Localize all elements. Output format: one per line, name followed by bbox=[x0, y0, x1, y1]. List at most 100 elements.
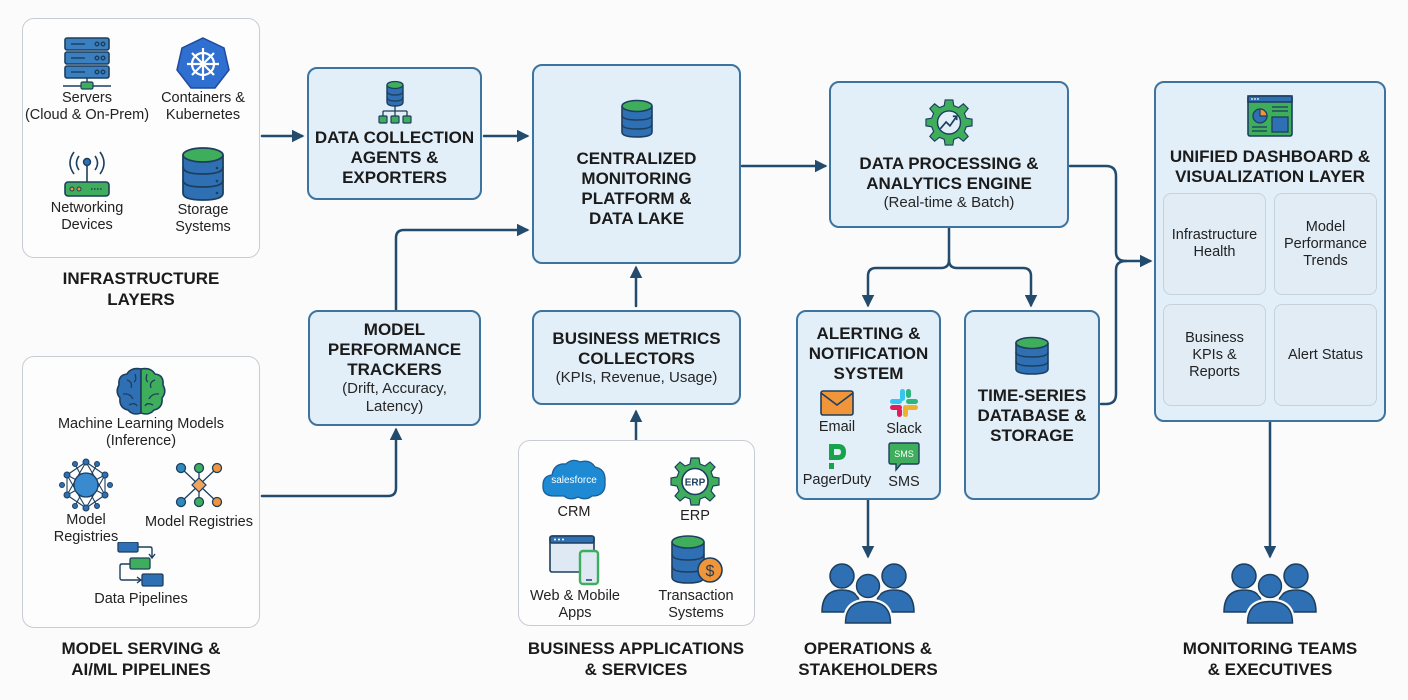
tile-line: Performance bbox=[1283, 235, 1367, 252]
monitoring-teams-caption: MONITORING TEAMS & EXECUTIVES bbox=[1183, 638, 1357, 680]
business-metrics-collectors-box[interactable]: BUSINESS METRICS COLLECTORS (KPIs, Reven… bbox=[532, 310, 741, 405]
box-title-line: VISUALIZATION LAYER bbox=[1175, 167, 1365, 186]
box-title-line: ANALYTICS ENGINE bbox=[866, 173, 1032, 193]
caption-line: BUSINESS APPLICATIONS bbox=[527, 639, 745, 658]
caption-line: STAKEHOLDERS bbox=[798, 660, 938, 679]
gear-chart-icon bbox=[925, 98, 973, 146]
caption-line: MONITORING TEAMS bbox=[1182, 639, 1358, 658]
infra-item-label-line1: Servers bbox=[62, 90, 112, 106]
dashboard-tile-alert-status[interactable]: Alert Status bbox=[1274, 304, 1377, 406]
box-title-line: COLLECTORS bbox=[578, 348, 695, 368]
infra-item-servers: Servers (Cloud & On-Prem) bbox=[22, 36, 152, 124]
dashboard-tile-model-performance[interactable]: Model Performance Trends bbox=[1274, 193, 1377, 295]
erp-gear-text: ERP bbox=[685, 478, 706, 489]
biz-item-erp: ERP ERP bbox=[650, 456, 740, 525]
connector-processing-to-timeseries bbox=[947, 258, 1038, 308]
tile-line: Trends bbox=[1303, 252, 1348, 269]
dollar-sign: $ bbox=[706, 563, 715, 580]
infra-item-label-line2: Devices bbox=[61, 217, 113, 233]
box-title-line: ALERTING & bbox=[816, 324, 921, 343]
database-icon bbox=[182, 147, 224, 201]
connector-processing-to-dashboard bbox=[1068, 164, 1153, 268]
model-performance-trackers-box[interactable]: MODEL PERFORMANCE TRACKERS (Drift, Accur… bbox=[308, 310, 481, 426]
tile-line: Health bbox=[1193, 244, 1236, 260]
infra-item-containers: Containers & Kubernetes bbox=[148, 36, 258, 124]
box-title-line: CENTRALIZED bbox=[576, 149, 697, 168]
users-group-icon bbox=[1223, 563, 1317, 626]
alert-channel-email[interactable]: Email bbox=[802, 390, 872, 436]
biz-item-transaction: $ Transaction Systems bbox=[646, 534, 746, 622]
database-icon bbox=[1015, 336, 1049, 375]
infrastructure-caption: INFRASTRUCTURE LAYERS bbox=[22, 268, 260, 310]
biz-item-crm: salesforce CRM bbox=[528, 456, 620, 521]
model-graph-icon bbox=[175, 462, 223, 508]
box-title-line: TRACKERS bbox=[347, 360, 442, 379]
box-title-line: DATA LAKE bbox=[588, 209, 685, 228]
alert-channel-label: Email bbox=[818, 419, 856, 435]
infra-item-label-line1: Containers & bbox=[161, 90, 245, 106]
alert-channel-sms[interactable]: SMS SMS bbox=[870, 442, 938, 491]
caption-line: & SERVICES bbox=[584, 660, 688, 679]
ml-item-data-pipelines: Data Pipelines bbox=[22, 542, 260, 608]
salesforce-wordmark: salesforce bbox=[551, 475, 597, 486]
box-title-line: DATA COLLECTION bbox=[314, 127, 475, 147]
email-icon bbox=[820, 390, 854, 416]
ml-item-label-line1: Model Registries bbox=[145, 514, 253, 530]
centralized-monitoring-platform-box[interactable]: CENTRALIZED MONITORING PLATFORM & DATA L… bbox=[532, 64, 741, 264]
infra-item-label-line2: Systems bbox=[175, 219, 231, 235]
pagerduty-icon bbox=[829, 444, 846, 469]
data-processing-engine-box[interactable]: DATA PROCESSING & ANALYTICS ENGINE (Real… bbox=[829, 81, 1069, 228]
alerting-notification-box[interactable]: ALERTING & NOTIFICATION SYSTEM bbox=[796, 310, 941, 500]
alert-channel-slack[interactable]: Slack bbox=[870, 388, 938, 438]
caption-line: LAYERS bbox=[107, 290, 175, 309]
infra-item-label-line1: Storage bbox=[177, 202, 229, 218]
ml-item-model-registries-a: Model Registries bbox=[42, 458, 130, 546]
box-title-line: BUSINESS METRICS bbox=[552, 328, 721, 348]
box-title-line: UNIFIED DASHBOARD & bbox=[1169, 147, 1371, 166]
ml-item-models: Machine Learning Models (Inference) bbox=[22, 366, 260, 450]
tile-line: Infrastructure bbox=[1171, 227, 1258, 243]
dashboard-tile-business-kpis[interactable]: Business KPIs & Reports bbox=[1163, 304, 1266, 406]
box-title-line: PLATFORM & bbox=[581, 189, 692, 208]
dashboard-tile-infrastructure-health[interactable]: Infrastructure Health bbox=[1163, 193, 1266, 295]
router-icon bbox=[64, 151, 110, 197]
connector-timeseries-to-dashboard bbox=[1099, 259, 1128, 406]
alert-channel-label: SMS bbox=[888, 474, 920, 490]
box-subtitle-line: (KPIs, Revenue, Usage) bbox=[555, 368, 718, 386]
box-title-line: MONITORING bbox=[581, 169, 692, 188]
infra-item-label-line2: Kubernetes bbox=[165, 107, 241, 123]
database-dollar-icon: $ bbox=[671, 535, 723, 584]
infra-item-label-line1: Networking bbox=[50, 200, 124, 216]
web-mobile-icon bbox=[549, 535, 600, 586]
data-collection-agents-box[interactable]: DATA COLLECTION AGENTS & EXPORTERS bbox=[307, 67, 482, 200]
box-title-line: DATA PROCESSING & bbox=[859, 153, 1039, 173]
biz-item-label-line1: Transaction bbox=[658, 588, 734, 604]
tile-line: Reports bbox=[1189, 363, 1240, 380]
box-title-line: AGENTS & bbox=[350, 147, 439, 167]
box-title-line: STORAGE bbox=[990, 426, 1074, 445]
ml-item-label-line1: Machine Learning Models bbox=[57, 416, 225, 432]
biz-item-web-mobile: Web & Mobile Apps bbox=[524, 534, 626, 622]
alert-channel-label: Slack bbox=[886, 421, 922, 437]
time-series-database-box[interactable]: TIME-SERIES DATABASE & STORAGE bbox=[964, 310, 1100, 500]
operations-stakeholders: OPERATIONS & STAKEHOLDERS bbox=[778, 562, 958, 680]
box-subtitle-line: (Real-time & Batch) bbox=[883, 193, 1015, 211]
operations-caption: OPERATIONS & STAKEHOLDERS bbox=[798, 638, 937, 680]
alert-channel-pagerduty[interactable]: PagerDuty bbox=[798, 442, 876, 489]
brain-icon bbox=[116, 367, 166, 415]
sms-icon-text: SMS bbox=[894, 449, 914, 459]
monitoring-teams-executives: MONITORING TEAMS & EXECUTIVES bbox=[1170, 562, 1370, 680]
connector-trackers-to-platform bbox=[394, 223, 530, 312]
box-title-line: MODEL bbox=[363, 320, 426, 339]
tile-line: KPIs & bbox=[1192, 346, 1237, 363]
biz-item-label-line1: Web & Mobile bbox=[530, 588, 620, 604]
alert-channel-label: PagerDuty bbox=[802, 472, 872, 488]
pipeline-icon bbox=[117, 542, 164, 587]
connector-models-to-trackers bbox=[260, 427, 403, 498]
box-title-line: TIME-SERIES bbox=[977, 386, 1087, 405]
caption-line: AI/ML PIPELINES bbox=[71, 660, 211, 679]
box-title-line: DATABASE & bbox=[977, 406, 1087, 425]
sms-icon: SMS bbox=[888, 442, 920, 472]
business-applications-caption: BUSINESS APPLICATIONS & SERVICES bbox=[506, 638, 766, 680]
